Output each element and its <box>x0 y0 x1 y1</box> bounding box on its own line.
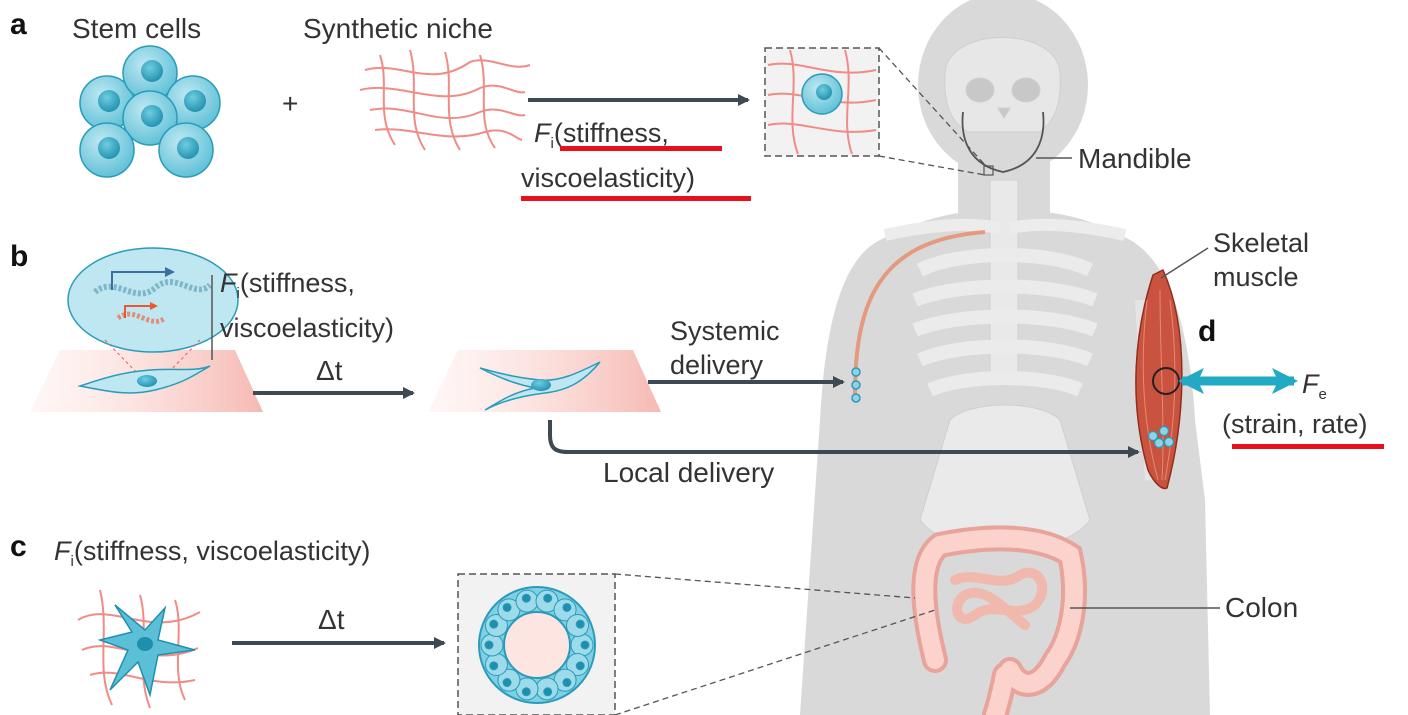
plate-b2 <box>428 350 661 412</box>
organoid-nucleus <box>576 662 584 670</box>
force-symbol-a: F <box>534 118 551 148</box>
highlight-a-1 <box>560 146 722 151</box>
force-symbol-b: F <box>220 268 237 298</box>
organoid-nucleus <box>563 603 571 611</box>
organoid-nucleus <box>503 603 511 611</box>
organoid-nucleus <box>544 594 552 602</box>
stem-cells-cluster <box>80 46 220 177</box>
skeletal-muscle-line2: muscle <box>1213 262 1299 292</box>
organoid-nucleus <box>503 679 511 687</box>
systemic-delivery-label: Systemic delivery <box>670 314 780 382</box>
skeletal-muscle-line1: Skeletal <box>1213 228 1309 258</box>
force-props-c: (stiffness, viscoelasticity) <box>74 536 371 566</box>
systemic-delivery-line1: Systemic <box>670 316 780 346</box>
organoid-nucleus <box>563 679 571 687</box>
synthetic-niche-label: Synthetic niche <box>303 13 493 45</box>
force-sub-d: e <box>1319 386 1327 403</box>
synthetic-niche-fibers <box>360 50 530 150</box>
systemic-delivery-line2: delivery <box>670 350 763 380</box>
organoid-nucleus <box>576 620 584 628</box>
force-label-c: Fi(stiffness, viscoelasticity) <box>54 534 370 579</box>
force-symbol-c: F <box>54 536 71 566</box>
force-label-d: Fe <box>1302 367 1327 412</box>
organoid-nucleus <box>581 641 589 649</box>
organoid-nucleus <box>490 662 498 670</box>
highlight-d <box>1232 444 1384 449</box>
plus-sign: + <box>282 88 298 120</box>
local-delivery-label: Local delivery <box>603 457 774 489</box>
force-props-a-line1: (stiffness, <box>554 118 669 148</box>
delivered-cells-systemic <box>852 368 860 402</box>
organoid-nucleus <box>490 620 498 628</box>
force-label-b: Fi(stiffness, viscoelasticity) <box>220 266 394 345</box>
force-label-a: Fi(stiffness, viscoelasticity) <box>534 116 695 195</box>
panel-label-a: a <box>10 8 27 42</box>
force-symbol-d: F <box>1302 369 1319 399</box>
panel-label-c: c <box>10 530 27 564</box>
force-props-d: (strain, rate) <box>1222 407 1368 441</box>
organoid-nucleus <box>522 688 530 696</box>
stem-cells-label: Stem cells <box>72 13 201 45</box>
delta-t-b: Δt <box>316 355 342 387</box>
force-props-a-line2: viscoelasticity) <box>521 163 695 193</box>
skeletal-muscle-label: Skeletal muscle <box>1213 226 1309 294</box>
organoid-nucleus <box>544 688 552 696</box>
organoid-nucleus <box>522 594 530 602</box>
cell-in-matrix-c <box>78 590 200 708</box>
colon-label: Colon <box>1225 592 1298 624</box>
organoid-nucleus <box>485 641 493 649</box>
panel-label-b: b <box>10 240 28 274</box>
highlight-a-2 <box>521 196 751 201</box>
muscle-leader <box>1161 248 1208 278</box>
force-props-b-line1: (stiffness, <box>240 268 355 298</box>
panel-label-d: d <box>1198 315 1216 349</box>
force-props-b-line2: viscoelasticity) <box>220 313 394 343</box>
delta-t-c: Δt <box>318 604 344 636</box>
mandible-label: Mandible <box>1078 143 1192 175</box>
